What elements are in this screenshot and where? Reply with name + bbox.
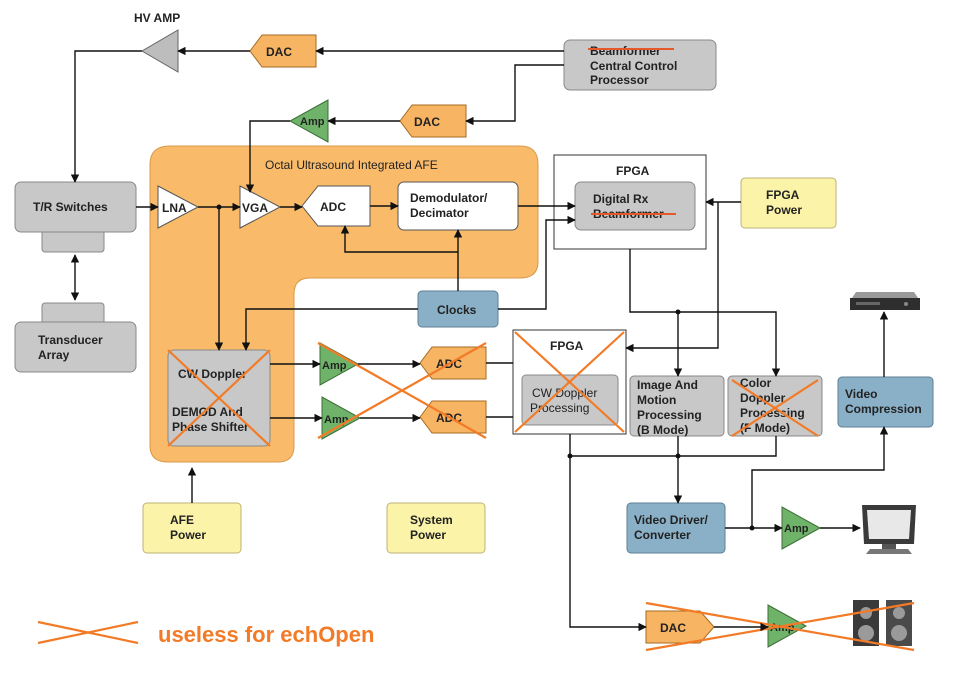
beamformer-label: Beamformer	[590, 44, 661, 58]
amp-cw-2-label: Amp	[324, 414, 349, 426]
processor-label: Processor	[590, 73, 649, 87]
video-comp-label-1: Video	[845, 387, 877, 401]
fpga-lower-label: FPGA	[550, 339, 584, 353]
monitor-icon	[862, 505, 916, 554]
lna-label: LNA	[162, 201, 187, 215]
clocks-label: Clocks	[437, 303, 477, 317]
video-driver-label-1: Video Driver/	[634, 513, 708, 527]
demod-label-1: Demodulator/	[410, 191, 488, 205]
system-power-label-2: Power	[410, 528, 446, 542]
amp-cw-1-label: Amp	[322, 360, 347, 372]
fpga-power	[740, 177, 837, 229]
cw-doppler-label: CW Doppler	[178, 367, 247, 381]
signal-wires	[70, 46, 889, 632]
cw-doppler-cross	[167, 349, 271, 447]
image-label-3: Processing	[637, 408, 702, 422]
central-control-label: Central Control	[590, 59, 677, 73]
demod-phase-label-1: DEMOD And	[172, 405, 243, 419]
amp-top-label: Amp	[300, 116, 325, 128]
dac-top-label: DAC	[266, 45, 292, 59]
dac-second-label: DAC	[414, 115, 440, 129]
amp-adc-cross	[317, 342, 487, 439]
transducer-array	[14, 321, 137, 373]
cw-doppler-processing	[521, 374, 619, 426]
video-driver-label-2: Converter	[634, 528, 691, 542]
afe-power-label-1: AFE	[170, 513, 194, 527]
transducer-label-1: Transducer	[38, 333, 103, 347]
color-label-3: Processing	[740, 406, 805, 420]
image-label-2: Motion	[637, 393, 676, 407]
image-label-1: Image And	[637, 378, 698, 392]
system-power-label-1: System	[410, 513, 453, 527]
adc-afe-label: ADC	[320, 200, 346, 214]
audio-path-cross	[645, 601, 915, 652]
hv-amp-label: HV AMP	[134, 11, 180, 25]
vga-label: VGA	[242, 201, 268, 215]
color-label-4: (F Mode)	[740, 421, 790, 435]
digital-rx-label-1: Digital Rx	[593, 192, 649, 206]
color-doppler-cross	[731, 379, 819, 437]
video-comp-label-2: Compression	[845, 402, 922, 416]
afe-title: Octal Ultrasound Integrated AFE	[265, 158, 438, 172]
transducer-label-2: Array	[38, 348, 70, 362]
fpga-power-label-2: Power	[766, 203, 802, 217]
video-recorder-icon	[850, 292, 920, 310]
fpga-power-label-1: FPGA	[766, 188, 800, 202]
amp-video-label: Amp	[784, 523, 809, 535]
demod-label-2: Decimator	[410, 206, 469, 220]
speakers-icon	[853, 600, 912, 646]
legend-cross	[37, 620, 139, 645]
color-label-1: Color	[740, 376, 772, 390]
afe-power-label-2: Power	[170, 528, 206, 542]
fpga-lower-cross	[514, 331, 625, 433]
image-label-4: (B Mode)	[637, 423, 688, 437]
digital-rx-beamformer	[574, 181, 696, 231]
dac-audio-label: DAC	[660, 621, 686, 635]
legend-text: useless for echOpen	[158, 622, 374, 647]
cw-proc-label-1: CW Doppler	[532, 386, 597, 400]
tr-switches-label: T/R Switches	[33, 200, 108, 214]
hv-amp-triangle	[141, 29, 179, 73]
system-power	[386, 502, 486, 554]
cw-proc-label-2: Processing	[530, 401, 589, 415]
fpga-upper-label: FPGA	[616, 164, 650, 178]
color-label-2: Doppler	[740, 391, 786, 405]
